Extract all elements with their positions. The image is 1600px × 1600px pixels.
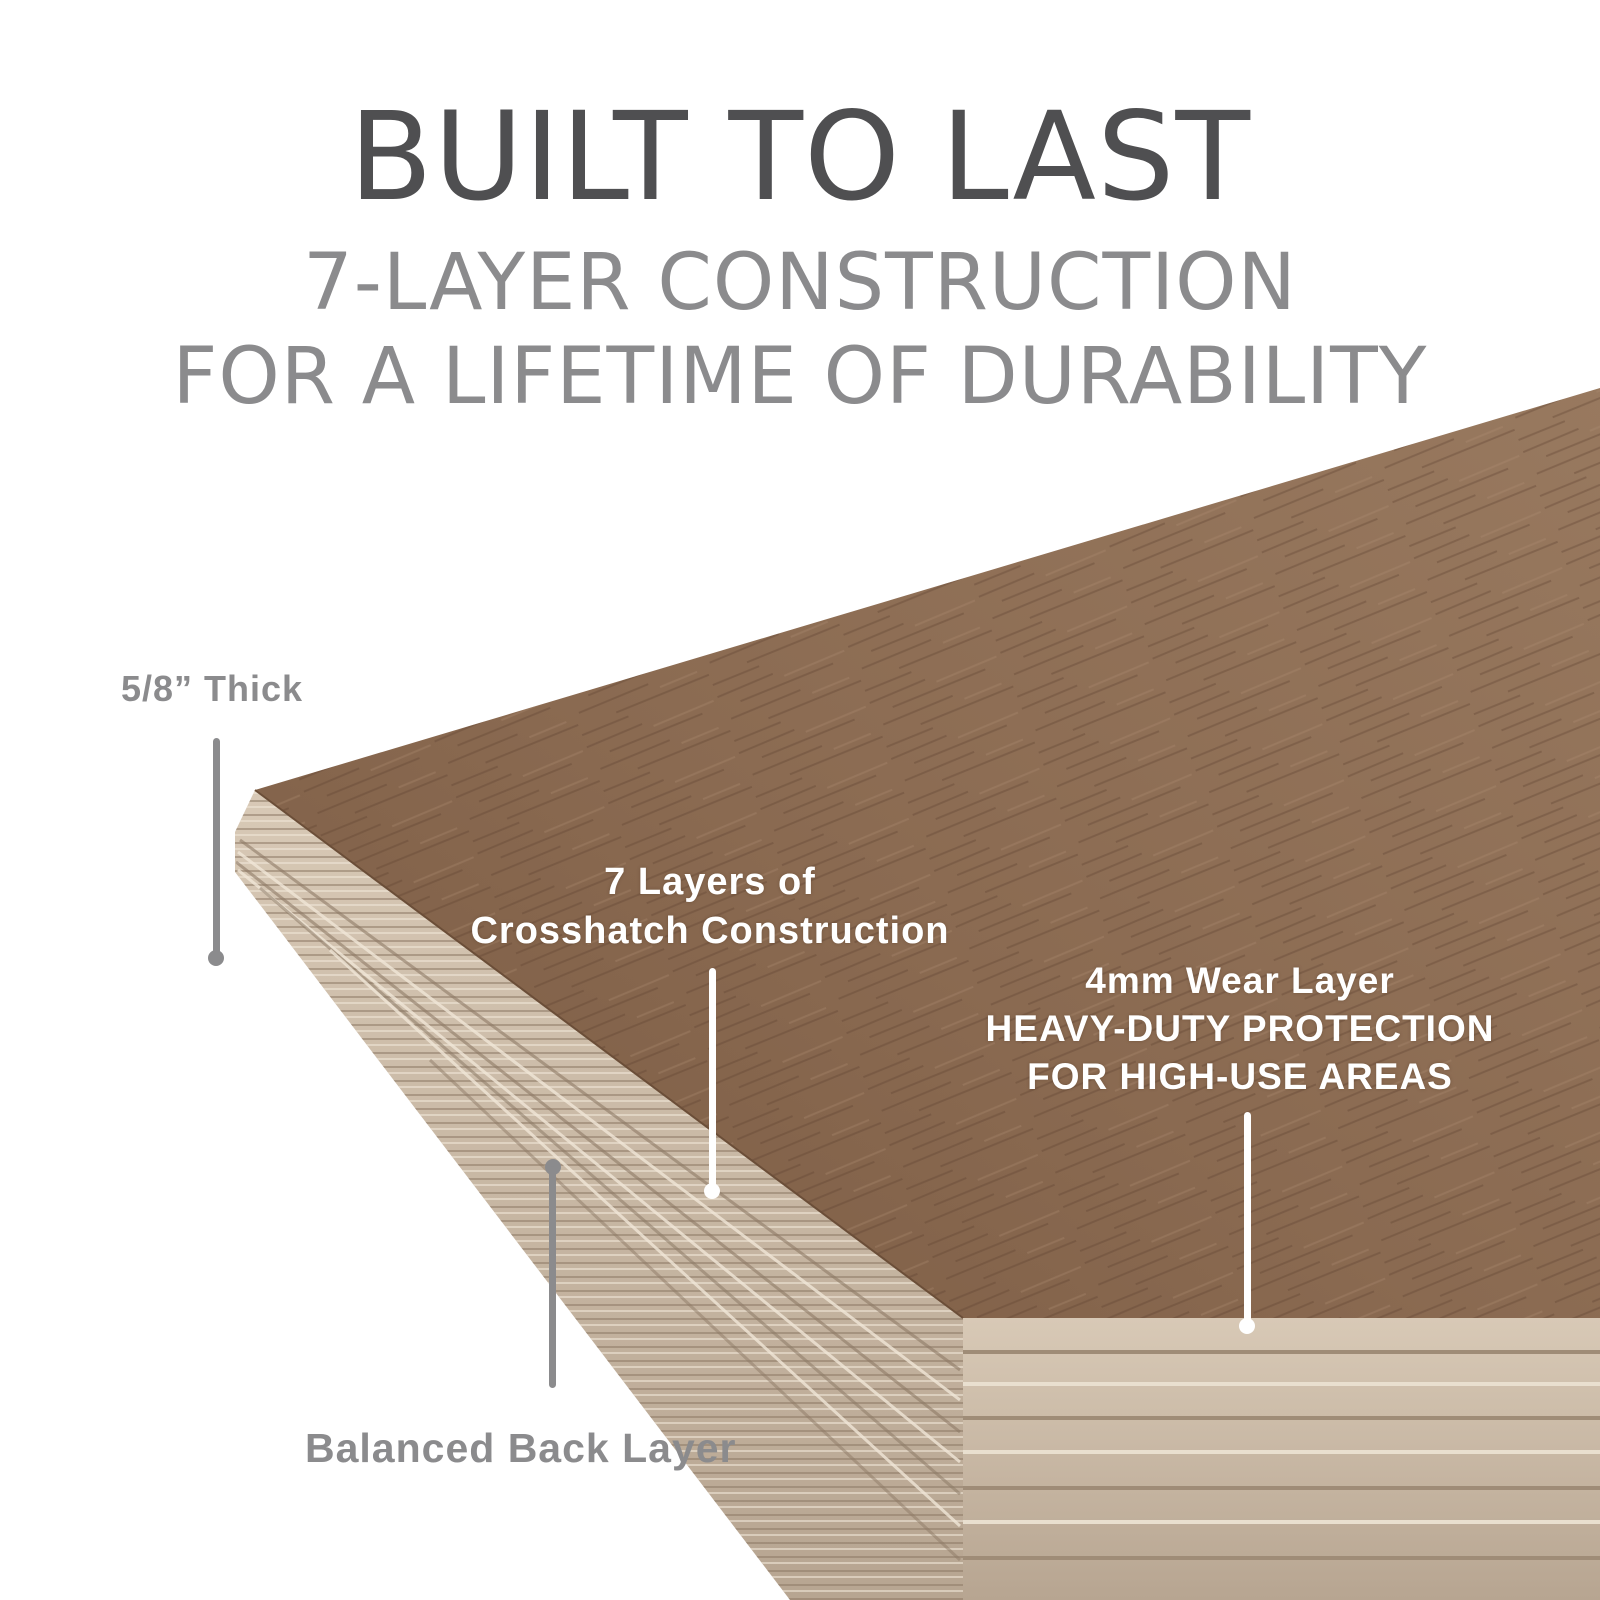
wear-callout-line bbox=[1244, 1112, 1251, 1322]
layers-callout-line bbox=[709, 968, 716, 1188]
wear-label-line-1: 4mm Wear Layer bbox=[1085, 960, 1395, 1001]
back-layer-label: Balanced Back Layer bbox=[305, 1425, 737, 1471]
layers-label-line-2: Crosshatch Construction bbox=[470, 910, 950, 952]
page-title: BUILT TO LAST bbox=[349, 86, 1251, 228]
back-layer-callout-line bbox=[549, 1166, 556, 1388]
wear-label-line-2: HEAVY-DUTY PROTECTION bbox=[985, 1008, 1495, 1049]
wear-label-line-3: FOR HIGH-USE AREAS bbox=[1027, 1056, 1453, 1097]
subtitle-line-1: 7-LAYER CONSTRUCTION bbox=[303, 238, 1297, 328]
thickness-callout-line bbox=[213, 738, 220, 956]
layers-label: 7 Layers of Crosshatch Construction bbox=[440, 858, 980, 956]
thickness-label: 5/8” Thick bbox=[121, 668, 304, 709]
wear-callout-dot bbox=[1239, 1318, 1255, 1334]
wear-layer-label: 4mm Wear Layer HEAVY-DUTY PROTECTION FOR… bbox=[935, 957, 1545, 1101]
layers-callout-dot bbox=[704, 1183, 720, 1199]
plank-front-edge bbox=[963, 1318, 1600, 1600]
subtitle-line-2: FOR A LIFETIME OF DURABILITY bbox=[172, 332, 1428, 422]
layers-label-line-1: 7 Layers of bbox=[604, 861, 816, 903]
thickness-callout-dot bbox=[208, 950, 224, 966]
